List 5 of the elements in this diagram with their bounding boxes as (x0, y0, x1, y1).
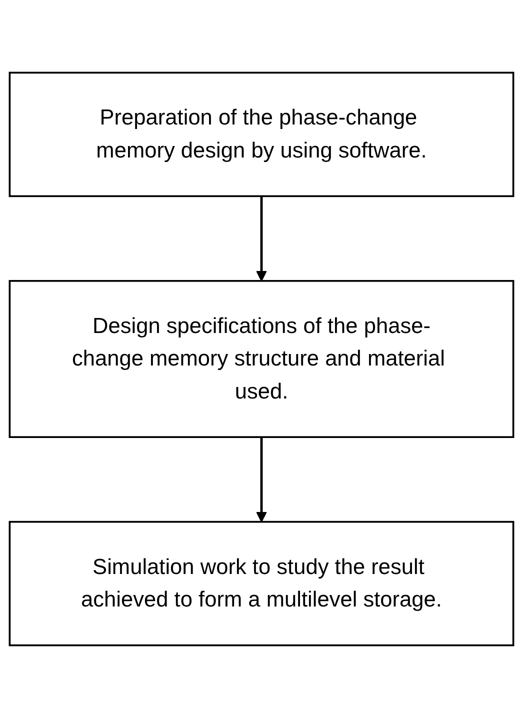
node-box: Preparation of the phase-change memory design by using software. (8, 71, 514, 197)
node-box: Design specifications of the phase-change memory structure and material used. (8, 280, 514, 438)
arrow (256, 196, 267, 281)
arrow (256, 436, 267, 522)
node-box: Simulation work to study the result achieved to form a multilevel storage. (8, 520, 514, 646)
